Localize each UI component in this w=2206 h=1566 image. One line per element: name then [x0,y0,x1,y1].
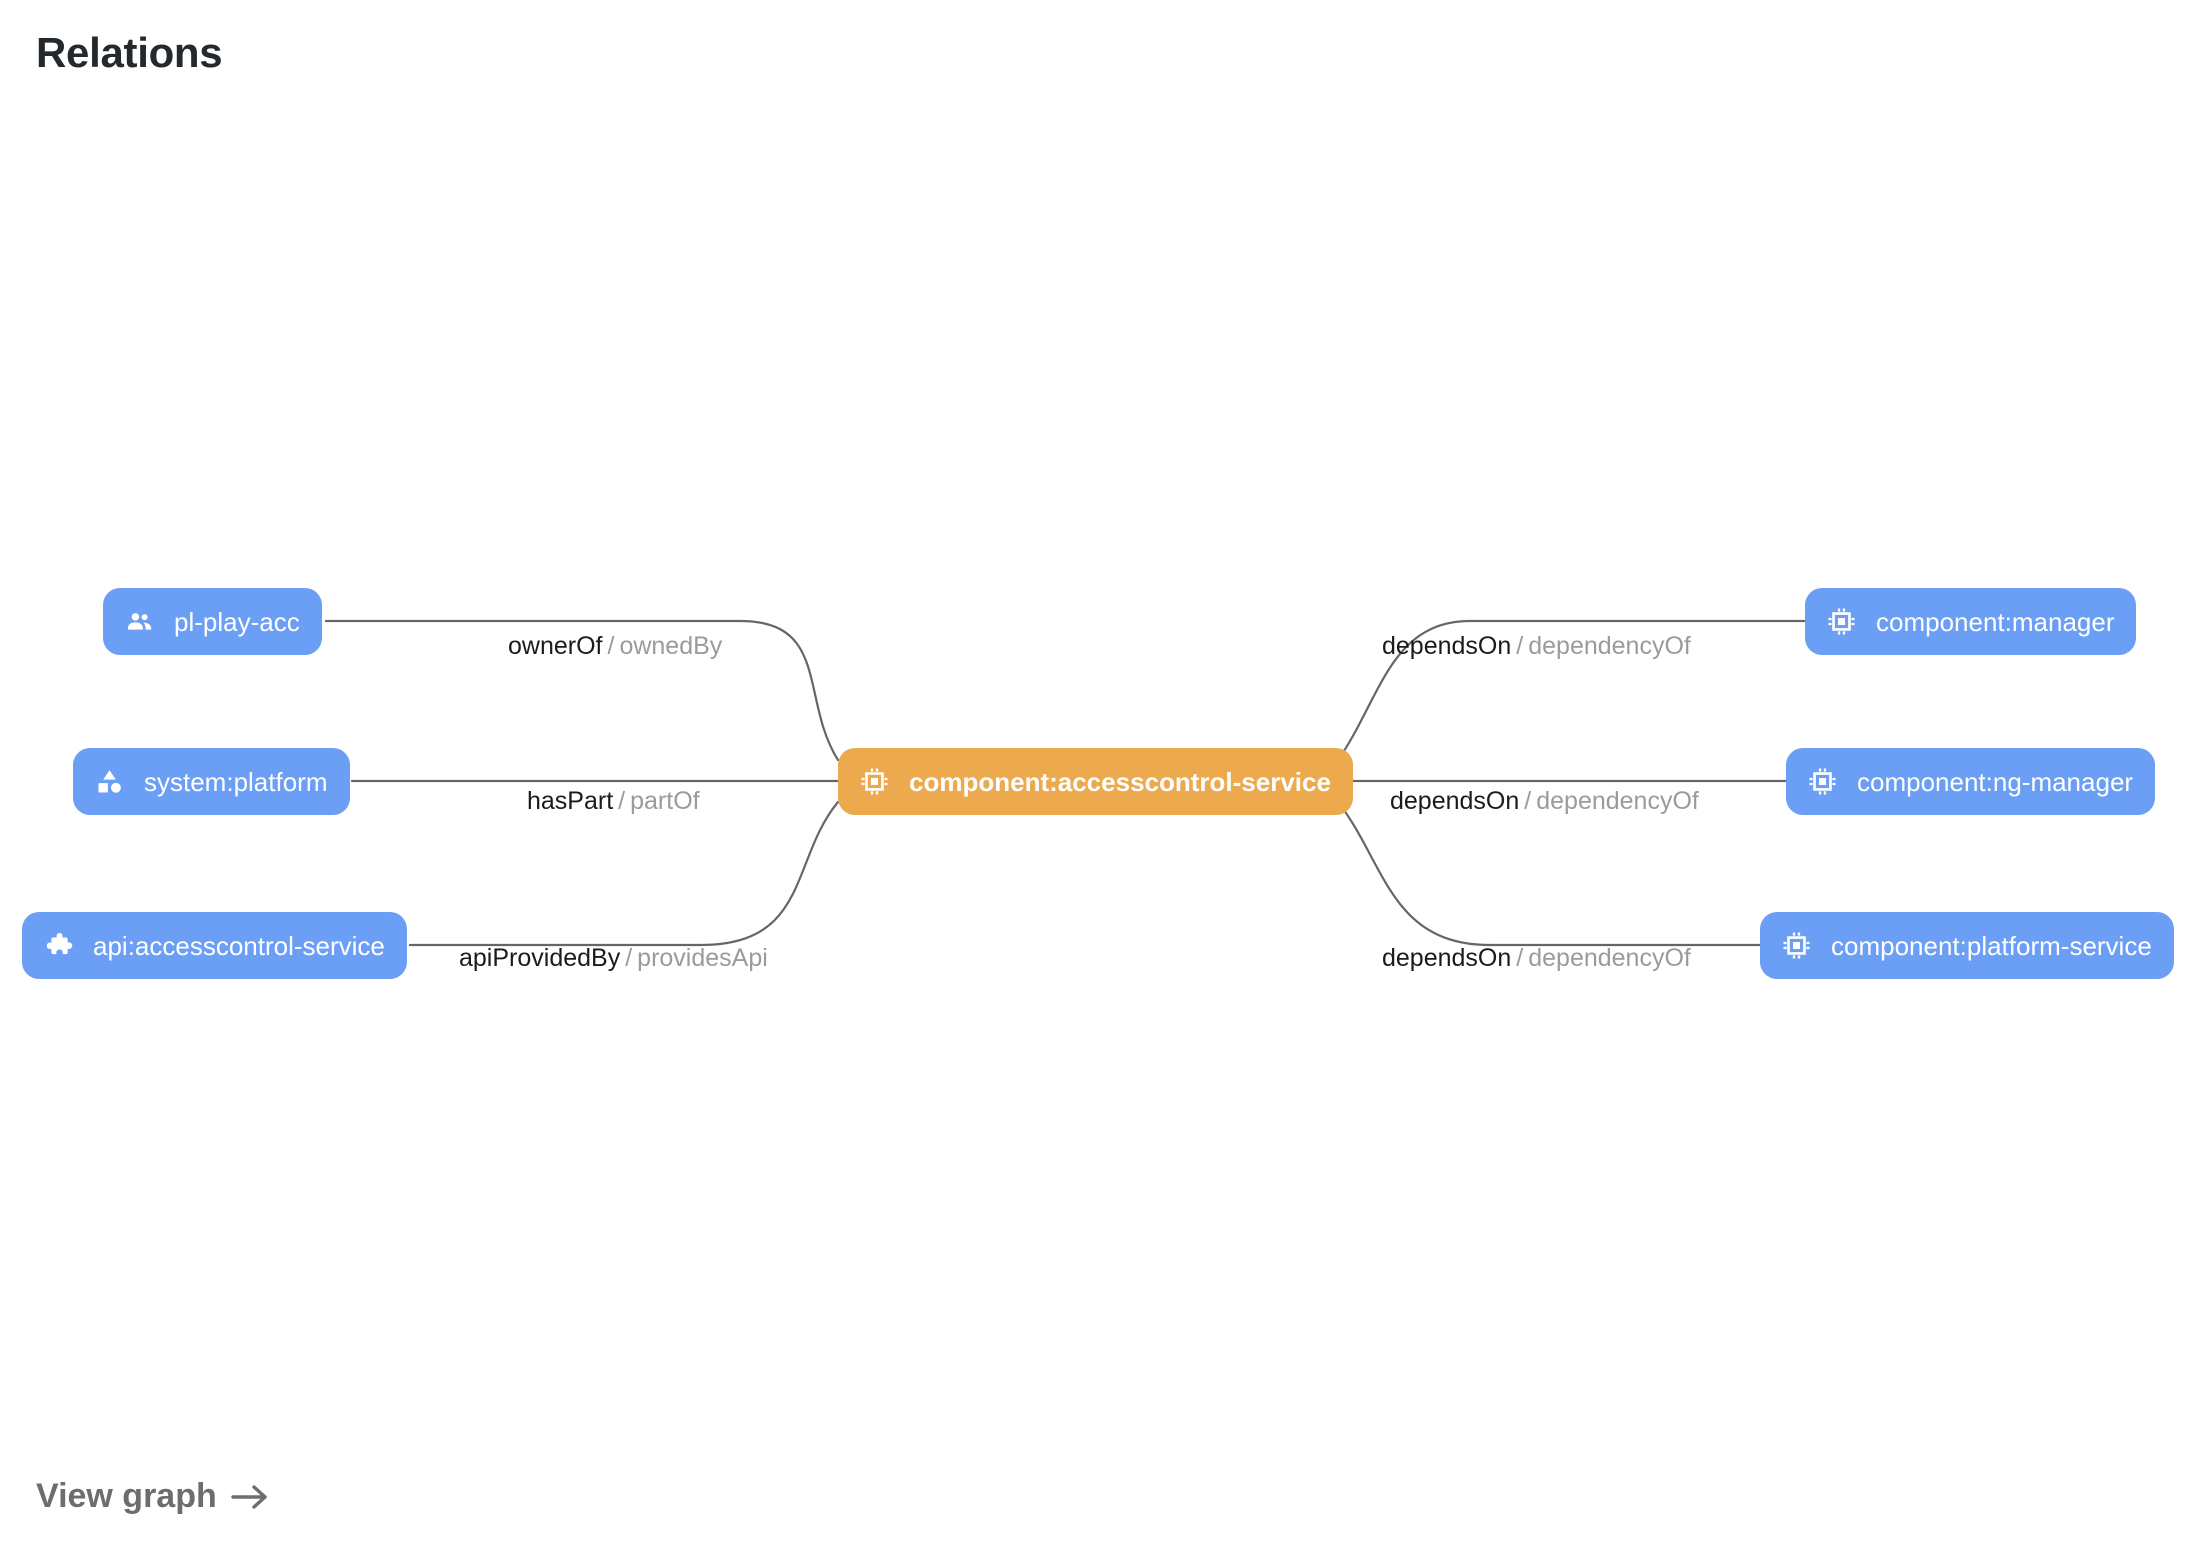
edge-label-reverse: providesApi [637,944,768,972]
edge-apiProvidedBy [408,800,840,947]
edge-label-reverse: dependencyOf [1528,632,1691,660]
category-shapes-icon [95,767,124,796]
edge-label-separator: / [1516,632,1524,660]
edge-label-separator: / [625,944,633,972]
edge-label-forward: apiProvidedBy [459,944,621,972]
edge-label-reverse: partOf [630,787,700,815]
edge-label-dependsOn-platform-service: dependsOn/dependencyOf [1382,946,1691,971]
edge-label-forward: dependsOn [1382,632,1512,660]
edge-label-dependsOn-manager: dependsOn/dependencyOf [1382,634,1691,659]
graph-node-component-accesscontrol-service[interactable]: component:accesscontrol-service [838,748,1353,815]
graph-node-label: component:manager [1876,606,2115,637]
arrow-right-icon [229,1480,271,1514]
edge-label-dependsOn-ng-manager: dependsOn/dependencyOf [1390,789,1699,814]
graph-node-pl-play-acc[interactable]: pl-play-acc [103,588,322,655]
edge-label-forward: hasPart [527,787,614,815]
page-title: Relations [36,29,223,76]
edge-label-ownerOf: ownerOf/ownedBy [508,634,722,659]
cpu-chip-icon [1827,607,1856,636]
graph-node-api-accesscontrol-service[interactable]: api:accesscontrol-service [22,912,407,979]
graph-node-component-ng-manager[interactable]: component:ng-manager [1786,748,2156,815]
graph-node-label: component:platform-service [1831,930,2152,961]
graph-node-system-platform[interactable]: system:platform [73,748,350,815]
edge-label-separator: / [607,632,615,660]
cpu-chip-icon [1808,767,1837,796]
edge-label-forward: ownerOf [508,632,603,660]
edge-label-separator: / [1524,787,1532,815]
cpu-chip-icon [1782,931,1811,960]
edge-label-reverse: dependencyOf [1528,944,1691,972]
cpu-chip-icon [860,767,889,796]
graph-node-label: component:ng-manager [1857,766,2134,797]
graph-node-label: system:platform [144,766,328,797]
edge-label-separator: / [618,787,626,815]
view-graph-label: View graph [36,1477,217,1515]
people-group-icon [125,607,154,636]
view-graph-link[interactable]: View graph [36,1477,271,1516]
edge-label-forward: dependsOn [1382,944,1512,972]
edge-dependsOn-manager [1336,619,1807,762]
edge-dependsOn-platform-service [1336,800,1762,947]
edge-label-hasPart: hasPart/partOf [527,789,700,814]
edge-label-reverse: dependencyOf [1536,787,1699,815]
puzzle-piece-icon [44,931,73,960]
graph-node-label: component:accesscontrol-service [909,766,1331,797]
edge-label-apiProvidedBy: apiProvidedBy/providesApi [459,946,768,971]
graph-node-label: api:accesscontrol-service [93,930,385,961]
graph-node-component-manager[interactable]: component:manager [1805,588,2137,655]
graph-node-label: pl-play-acc [174,606,300,637]
edge-ownerOf [324,619,840,762]
edge-label-separator: / [1516,944,1524,972]
edge-label-reverse: ownedBy [619,632,723,660]
graph-node-component-platform-service[interactable]: component:platform-service [1760,912,2174,979]
edge-label-forward: dependsOn [1390,787,1520,815]
